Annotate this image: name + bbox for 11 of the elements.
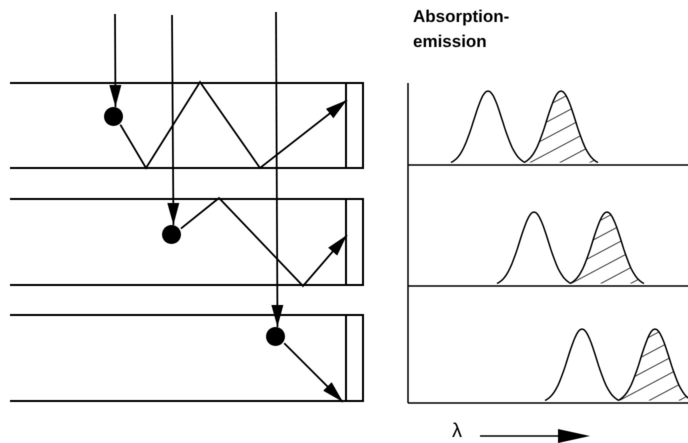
wavelength-symbol: λ <box>452 420 462 442</box>
glass-slab <box>10 314 364 402</box>
light-ray-arrow <box>271 12 284 327</box>
light-ray-arrow <box>167 15 180 225</box>
light-ray-arrow <box>109 14 122 107</box>
light-ray-arrow <box>284 342 344 403</box>
glass-slab <box>10 198 364 286</box>
light-ray-arrow <box>180 196 348 288</box>
axis-title: Absorption-emission <box>413 6 510 53</box>
glass-slab <box>10 82 364 169</box>
light-ray-arrow <box>120 80 348 170</box>
